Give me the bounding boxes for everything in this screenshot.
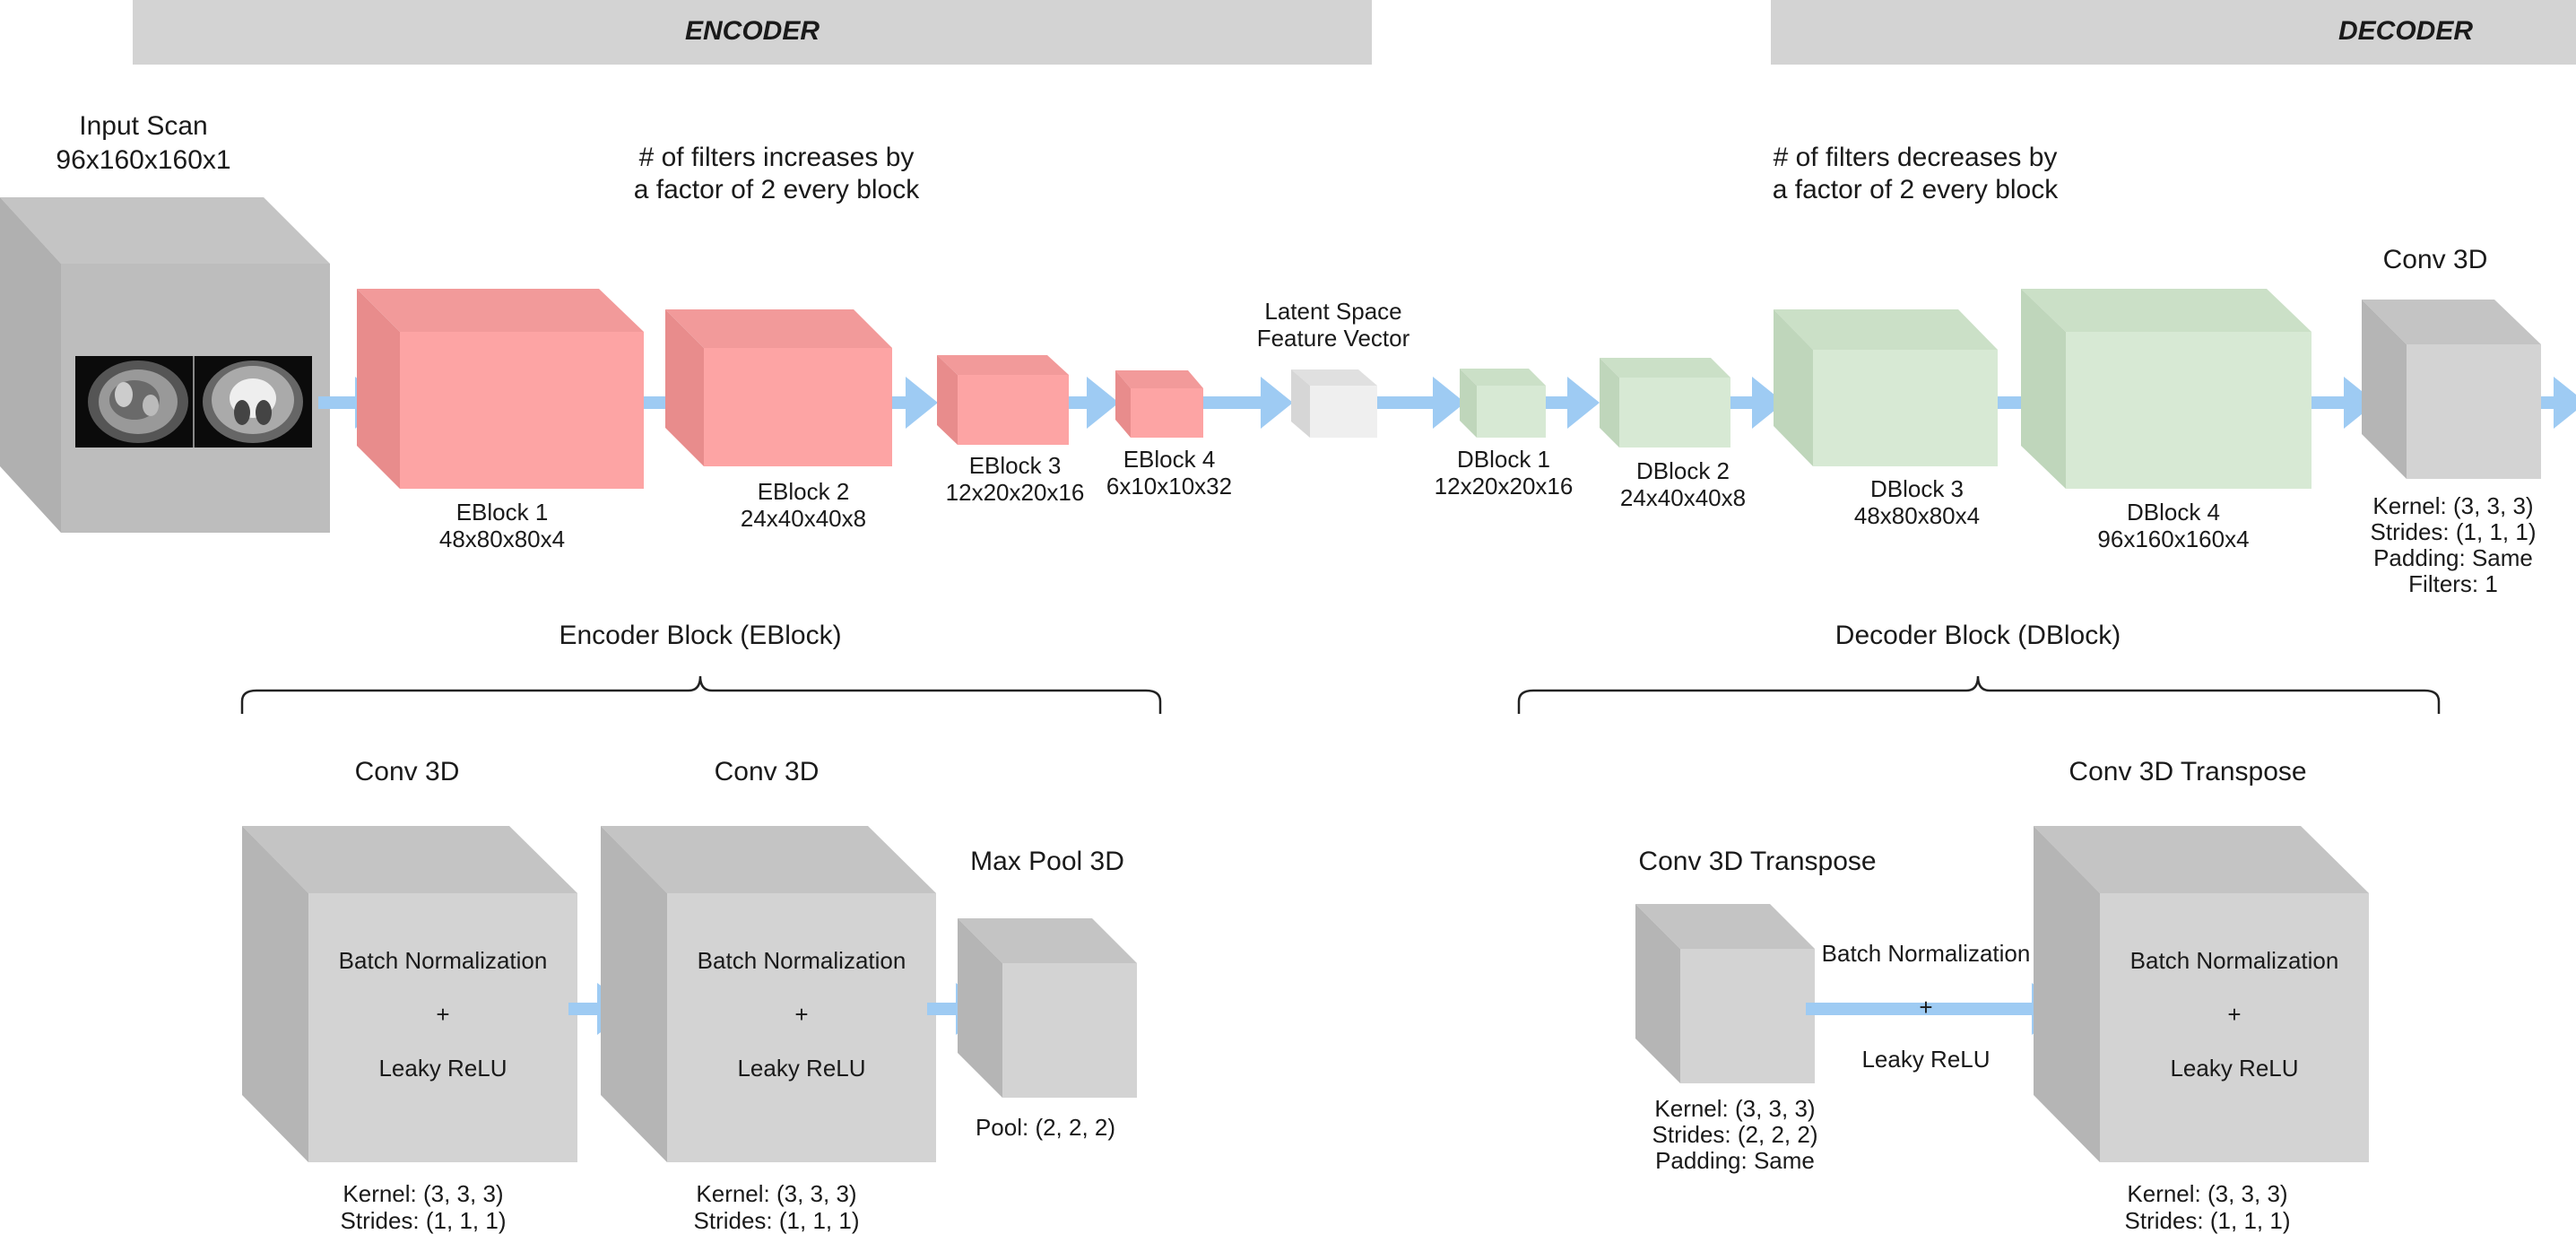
final-conv-kernel: Kernel: (3, 3, 3) xyxy=(2372,492,2533,519)
eblock-conv2-cube xyxy=(601,826,936,1162)
eblock3-dims: 12x20x20x16 xyxy=(946,479,1085,506)
dblock4-name: DBlock 4 xyxy=(2127,499,2220,526)
dblock3-dims: 48x80x80x4 xyxy=(1854,502,1980,529)
dblock2-cube xyxy=(1600,358,1730,448)
dblock-transpose2-op-batchnorm: Batch Normalization xyxy=(2130,947,2339,974)
eblock-conv1-op-batchnorm: Batch Normalization xyxy=(339,947,548,974)
dblock-arrow-op-batchnorm: Batch Normalization xyxy=(1822,940,2031,967)
dblock-arrow-op-leakyrelu: Leaky ReLU xyxy=(1861,1046,1990,1073)
dblock-transpose2-op-plus: + xyxy=(2227,1001,2241,1028)
arrow-eblock4-to-latent xyxy=(1201,377,1293,429)
dblock-transpose2-cube xyxy=(2034,826,2369,1162)
brain-scan-image xyxy=(75,356,312,448)
dblock3-name: DBlock 3 xyxy=(1870,475,1964,502)
dblock1-name: DBlock 1 xyxy=(1457,446,1550,473)
decoder-block-brace xyxy=(1517,675,2441,714)
eblock-pool-params: Pool: (2, 2, 2) xyxy=(976,1114,1115,1141)
eblock-conv2-strides: Strides: (1, 1, 1) xyxy=(694,1207,860,1234)
dblock3-cube xyxy=(1774,309,1998,466)
input-dims: 96x160x160x1 xyxy=(56,145,230,175)
eblock-conv1-kernel: Kernel: (3, 3, 3) xyxy=(343,1180,503,1207)
eblock-conv2-kernel: Kernel: (3, 3, 3) xyxy=(696,1180,856,1207)
eblock-pool-cube xyxy=(958,918,1137,1098)
encoder-block-brace xyxy=(240,675,1162,714)
eblock4-name: EBlock 4 xyxy=(1123,446,1216,473)
eblock2-name: EBlock 2 xyxy=(758,478,850,505)
dblock1-cube xyxy=(1460,369,1546,438)
arrow-transpose1-to-transpose2 xyxy=(1806,983,2068,1035)
eblock-conv2-op-batchnorm: Batch Normalization xyxy=(698,947,906,974)
eblock-conv1-op-leakyrelu: Leaky ReLU xyxy=(378,1055,507,1082)
eblock-conv2-title: Conv 3D xyxy=(715,757,820,786)
eblock4-cube xyxy=(1115,370,1203,438)
arrow-eblock3-to-eblock4 xyxy=(1063,377,1119,429)
final-conv-padding: Padding: Same xyxy=(2373,544,2533,571)
eblock-conv1-cube xyxy=(242,826,577,1162)
dblock-transpose2-kernel: Kernel: (3, 3, 3) xyxy=(2127,1180,2287,1207)
final-conv-title: Conv 3D xyxy=(2383,245,2488,274)
dblock-transpose1-cube xyxy=(1635,904,1815,1083)
final-conv-cube xyxy=(2362,300,2541,479)
eblock-conv1-op-plus: + xyxy=(436,1001,449,1028)
dblock1-dims: 12x20x20x16 xyxy=(1435,473,1574,500)
dblock4-cube xyxy=(2021,289,2311,489)
eblock-conv2-op-plus: + xyxy=(794,1001,808,1028)
decoder-block-detail-title: Decoder Block (DBlock) xyxy=(1835,621,2121,650)
arrow-dblock4-to-conv xyxy=(2311,377,2376,429)
dblock-transpose2-strides: Strides: (1, 1, 1) xyxy=(2125,1207,2291,1234)
dblock-transpose1-strides: Strides: (2, 2, 2) xyxy=(1652,1121,1818,1148)
eblock-conv1-title: Conv 3D xyxy=(355,757,460,786)
eblock3-cube xyxy=(937,355,1069,445)
eblock4-dims: 6x10x10x32 xyxy=(1106,473,1232,500)
arrow-conv-to-output xyxy=(2539,377,2576,429)
dblock-transpose2-title: Conv 3D Transpose xyxy=(2069,757,2306,786)
latent-cube xyxy=(1291,369,1377,438)
eblock1-cube xyxy=(357,289,644,489)
encoder-filters-note-line2: a factor of 2 every block xyxy=(634,175,920,204)
dblock-transpose1-title: Conv 3D Transpose xyxy=(1638,847,1876,876)
eblock1-name: EBlock 1 xyxy=(456,499,549,526)
latent-label-line2: Feature Vector xyxy=(1257,325,1410,352)
arrow-dblock1-to-dblock2 xyxy=(1544,377,1600,429)
dblock2-name: DBlock 2 xyxy=(1636,457,1730,484)
dblock-transpose1-padding: Padding: Same xyxy=(1655,1147,1815,1174)
eblock-conv2-op-leakyrelu: Leaky ReLU xyxy=(737,1055,865,1082)
dblock-transpose2-op-leakyrelu: Leaky ReLU xyxy=(2170,1055,2298,1082)
eblock3-name: EBlock 3 xyxy=(969,452,1062,479)
latent-label-line1: Latent Space xyxy=(1264,298,1401,325)
decoder-filters-note-line1: # of filters decreases by xyxy=(1774,143,2058,172)
encoder-banner xyxy=(133,0,1372,65)
final-conv-filters: Filters: 1 xyxy=(2408,570,2498,597)
eblock2-dims: 24x40x40x8 xyxy=(741,505,866,532)
final-conv-strides: Strides: (1, 1, 1) xyxy=(2371,518,2537,545)
decoder-banner-label: DECODER xyxy=(2338,16,2473,46)
eblock2-cube xyxy=(665,309,892,466)
arrow-dblock2-to-dblock3 xyxy=(1729,377,1784,429)
dblock4-dims: 96x160x160x4 xyxy=(2097,526,2249,552)
decoder-filters-note-line2: a factor of 2 every block xyxy=(1773,175,2059,204)
encoder-banner-label: ENCODER xyxy=(685,16,820,46)
dblock2-dims: 24x40x40x8 xyxy=(1620,484,1746,511)
dblock-transpose1-kernel: Kernel: (3, 3, 3) xyxy=(1654,1095,1815,1122)
encoder-block-detail-title: Encoder Block (EBlock) xyxy=(559,621,841,650)
eblock-pool-title: Max Pool 3D xyxy=(970,847,1124,876)
encoder-filters-note-line1: # of filters increases by xyxy=(639,143,915,172)
input-title: Input Scan xyxy=(79,111,207,141)
eblock-conv1-strides: Strides: (1, 1, 1) xyxy=(341,1207,507,1234)
dblock-arrow-op-plus: + xyxy=(1919,994,1932,1021)
eblock1-dims: 48x80x80x4 xyxy=(439,526,565,552)
arrow-latent-to-dblock1 xyxy=(1375,377,1465,429)
decoder-banner xyxy=(1771,0,2576,65)
